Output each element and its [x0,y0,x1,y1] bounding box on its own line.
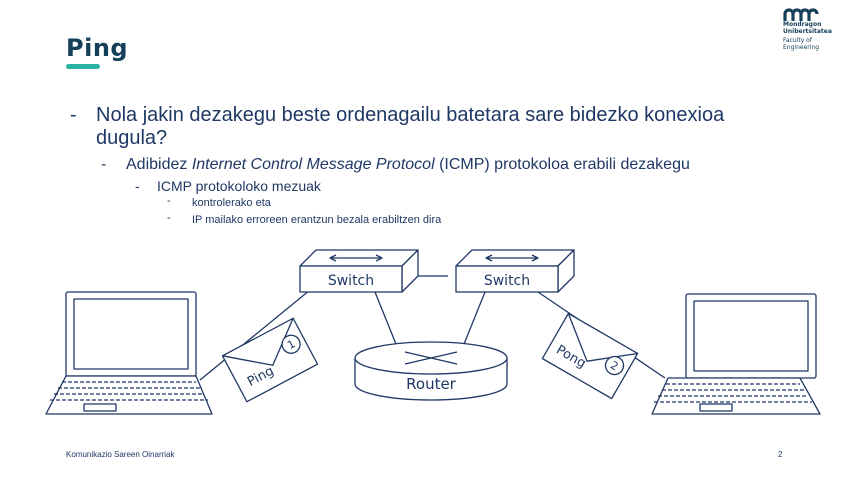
router-label: Router [406,375,457,393]
laptop-right-icon [652,294,820,414]
page-number: 2 [778,450,782,459]
envelope-ping-icon [222,318,317,401]
switch-right-label: Switch [484,273,530,289]
switch-left-label: Switch [328,273,374,289]
laptop-left-icon [46,292,212,414]
footer-course-name: Komunikazio Sareen Oinarriak [66,450,175,459]
